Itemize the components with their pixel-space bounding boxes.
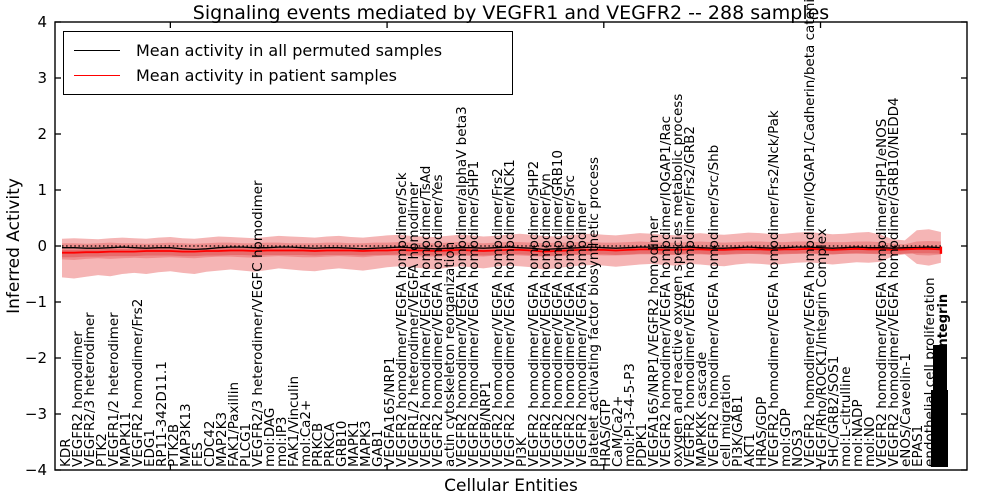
entity-label: AKT1 <box>742 433 758 467</box>
patient-line-sample <box>74 75 120 76</box>
entity-label: mol:GDP <box>778 408 794 467</box>
entity-label: VEGFR2 homodimer/VEGFA homodimer/Src/Shb <box>706 145 722 467</box>
entity-label: VEGFA165/NRP1 <box>382 356 398 467</box>
y-tick-label: −3 <box>25 405 47 423</box>
y-tick-label: 3 <box>37 69 47 87</box>
entity-label: VEGFR2 homodimer/VEGFA homodimer/SHP1 <box>466 161 482 467</box>
legend-label: Mean activity in all permuted samples <box>136 41 443 60</box>
entity-label: VEGFR2 homodimer/VEGFA homodimer/TsAd <box>418 166 434 467</box>
entity-label: oxygen and reactive oxygen species metab… <box>670 94 686 467</box>
entity-label: VEGFR2 homodimer/VEGFA homodimer/IQGAP1/… <box>658 116 674 467</box>
y-tick-label: −1 <box>25 293 47 311</box>
entity-label: HRAS/GDP <box>754 397 770 467</box>
entity-label: FAK1/Paxillin <box>226 382 242 467</box>
y-tick-label: −4 <box>25 461 47 479</box>
entity-label: SHC/GRB2/SOS1 <box>826 356 842 467</box>
entity-label: VEGFR2 homodimer/VEGFA homodimer/Sck <box>394 172 410 467</box>
entity-label: platelet activating factor biosynthetic … <box>586 157 602 467</box>
entity-label: mol:NO <box>862 417 878 467</box>
entity-label: GAB1 <box>370 429 386 467</box>
entity-label: VEGFR1/2 heterodimer <box>106 312 122 467</box>
y-tick-label: 0 <box>37 237 47 255</box>
entity-label: mol:NADP <box>850 399 866 467</box>
entity-label: VEGFR2 homodimer/VEGFA homodimer/IQGAP1/… <box>802 0 818 467</box>
entity-label: VEGFR2 homodimer/VEGFA homodimer/GRB10 <box>550 150 566 467</box>
entity-label: MAPKKK cascade <box>694 352 710 467</box>
entity-label: VEGFR1/2 heterodimer/VEGFA homodimer <box>406 181 422 467</box>
legend-item-permuted: Mean activity in all permuted samples <box>74 38 502 63</box>
entity-label: MAPK1 <box>346 421 362 467</box>
entity-label: GRB10 <box>334 421 350 467</box>
entity-label: PI3K/GAB1 <box>730 395 746 467</box>
legend-label: Mean activity in patient samples <box>136 66 397 85</box>
entity-label: VEGFR2 homodimer/VEGFA homodimer/Frs2 <box>490 168 506 467</box>
entity-label: VEGFR2 homodimer <box>70 331 86 467</box>
entity-label: EPAS1 <box>910 425 926 467</box>
entity-label: MAP3K13 <box>178 403 194 467</box>
entity-label: VEGF/Rho/ROCK1/Integrin Complex <box>814 228 830 467</box>
entity-label: VEGFR2 homodimer/VEGFA homodimer/Yes <box>430 174 446 467</box>
entity-label: mol:PI-3-4-5-P3 <box>622 363 638 467</box>
entity-label: MAPK11 <box>118 412 134 467</box>
entity-label: VEGFR2 homodimer/VEGFA homodimer/Fyn <box>538 173 554 467</box>
entity-label: VEGFR2 homodimer/VEGFA homodimer/Frs2/GR… <box>682 126 698 467</box>
entity-label: KDR <box>58 438 74 467</box>
entity-label: PTK2 <box>94 433 110 467</box>
entity-label: CaM/Ca2+ <box>610 396 626 468</box>
entity-label: mol:IP3 <box>274 417 290 467</box>
entity-label: NOS3 <box>790 429 806 467</box>
entity-label: VEGFR2 homodimer/VEGFA homodimer/NCK1 <box>502 159 518 467</box>
entity-label: eNOS/Caveolin-1 <box>898 353 914 467</box>
entity-label: PDPK1 <box>634 423 650 467</box>
entity-label: VEGFR2 homodimer/VEGFA homodimer/Frs2/Nc… <box>766 110 782 467</box>
entity-label: VEGFR2 homodimer/VEGFA homodimer/SHP2 <box>526 161 542 467</box>
entity-label: mol:Ca2+ <box>298 400 314 467</box>
entity-label: RP11-342D11.1 <box>154 361 170 467</box>
overlapping-labels-fragment: integrin <box>936 294 951 352</box>
entity-label: PLCG1 <box>238 423 254 467</box>
entity-label: PI3K <box>514 436 530 467</box>
entity-label: VEGFR2/3 heterodimer <box>82 312 98 467</box>
entity-label: FAK1/Vinculin <box>286 376 302 467</box>
entity-label: VEGFR2 homodimer/VEGFA homodimer/alphaV … <box>454 106 470 467</box>
entity-label: MAPK3 <box>358 421 374 467</box>
entity-label: mol:L-citrulline <box>838 366 854 467</box>
entity-label: VEGFB/NRP1 <box>478 381 494 467</box>
y-tick-label: 1 <box>37 181 47 199</box>
chart-title: Signaling events mediated by VEGFR1 and … <box>192 2 830 24</box>
entity-label: PRKCB <box>310 423 326 467</box>
entity-label: VEGFR2 homodimer/VEGFA homodimer/Src <box>562 175 578 467</box>
entity-label: FES <box>190 442 206 467</box>
entity-label: VEGFR2/3 heterodimer/VEGFC homodimer <box>250 180 266 467</box>
entity-label: VEGFR2 homodimer/VEGFA homodimer <box>574 200 590 467</box>
legend-item-patient: Mean activity in patient samples <box>74 63 502 88</box>
legend: Mean activity in all permuted samples Me… <box>63 31 513 95</box>
entity-label: actin cytoskeleton reorganization <box>442 242 458 467</box>
entity-label: VEGFR2 homodimer/VEGFA homodimer/GRB10/N… <box>886 97 902 467</box>
entity-label: CDC42 <box>202 421 218 467</box>
entity-label: cell migration <box>718 374 734 467</box>
entity-label: PTK2B <box>166 424 182 467</box>
permuted-mean-line <box>62 246 941 251</box>
y-tick-label: 4 <box>37 13 47 31</box>
entity-label: VEGFR2 homodimer/Frs2 <box>130 299 146 467</box>
entity-label: HRAS/GTP <box>598 399 614 467</box>
permuted-line-sample <box>74 50 120 51</box>
overlapping-labels-blob <box>931 390 948 467</box>
y-tick-label: −2 <box>25 349 47 367</box>
entity-label: PRKCA <box>322 422 338 467</box>
patient-mean-line <box>62 247 941 254</box>
entity-label: mol:DAG <box>262 408 278 467</box>
entity-label: VEGFR2 homodimer/VEGFA homodimer/SHP1/eN… <box>874 119 890 467</box>
entity-label: EDG1 <box>142 429 158 467</box>
entity-label: MAP2K3 <box>214 412 230 467</box>
y-tick-label: 2 <box>37 125 47 143</box>
x-axis-label: Cellular Entities <box>444 476 578 496</box>
entity-label: VEGFA165/NRP1/VEGFR2 homodimer <box>646 216 662 467</box>
